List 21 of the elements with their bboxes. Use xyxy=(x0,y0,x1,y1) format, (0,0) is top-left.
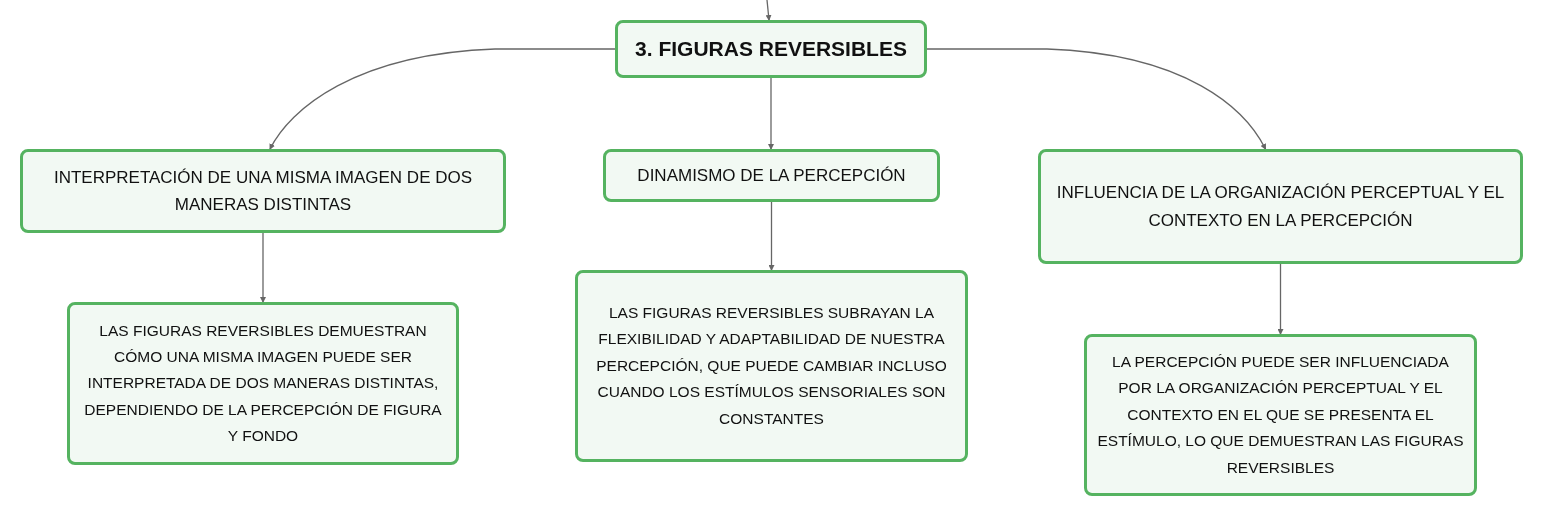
connector-arrow xyxy=(926,48,1267,150)
connector-arrow xyxy=(768,77,774,150)
node-text: DINAMISMO DE LA PERCEPCIÓN xyxy=(637,164,906,187)
connector-arrow xyxy=(765,0,772,21)
title-box xyxy=(615,20,927,78)
connector-arrow xyxy=(260,232,266,303)
topic-box xyxy=(20,149,506,233)
node-text: LAS FIGURAS REVERSIBLES SUBRAYAN LA FLEXIBILIDAD Y ADAPTABILIDAD DE NUESTRA PERCEPCIÓN, QUE PUEDE CAMBIAR INCLUSO CUANDO LOS ESTÍMULOS SENSORIALES SON CONSTANTES xyxy=(595,303,948,429)
description-box xyxy=(1084,334,1477,496)
connector-arrow xyxy=(768,201,775,271)
topic-box xyxy=(603,149,940,202)
description-box xyxy=(67,302,459,465)
node-text: INFLUENCIA DE LA ORGANIZACIÓN PERCEPTUAL Y EL CONTEXTO EN LA PERCEPCIÓN xyxy=(1055,182,1506,232)
topic-box xyxy=(1038,149,1523,264)
node-text: LA PERCEPCIÓN PUEDE SER INFLUENCIADA POR LA ORGANIZACIÓN PERCEPTUAL Y EL CONTEXTO EN EL QUE SE PRESENTA EL ESTÍMULO, LO QUE DEMUESTRAN LAS FIGURAS REVERSIBLES xyxy=(1097,352,1464,478)
node-text: INTERPRETACIÓN DE UNA MISMA IMAGEN DE DOS MANERAS DISTINTAS xyxy=(52,166,474,216)
description-box xyxy=(575,270,968,462)
connector-arrow xyxy=(269,48,616,150)
connector-arrow xyxy=(1277,263,1284,335)
node-text: 3. FIGURAS REVERSIBLES xyxy=(635,36,907,63)
node-text: LAS FIGURAS REVERSIBLES DEMUESTRAN CÓMO UNA MISMA IMAGEN PUEDE SER INTERPRETADA DE DOS MANERAS DISTINTAS, DEPENDIENDO DE LA PERCEPCIÓN DE FIGURA Y FONDO xyxy=(83,320,443,446)
